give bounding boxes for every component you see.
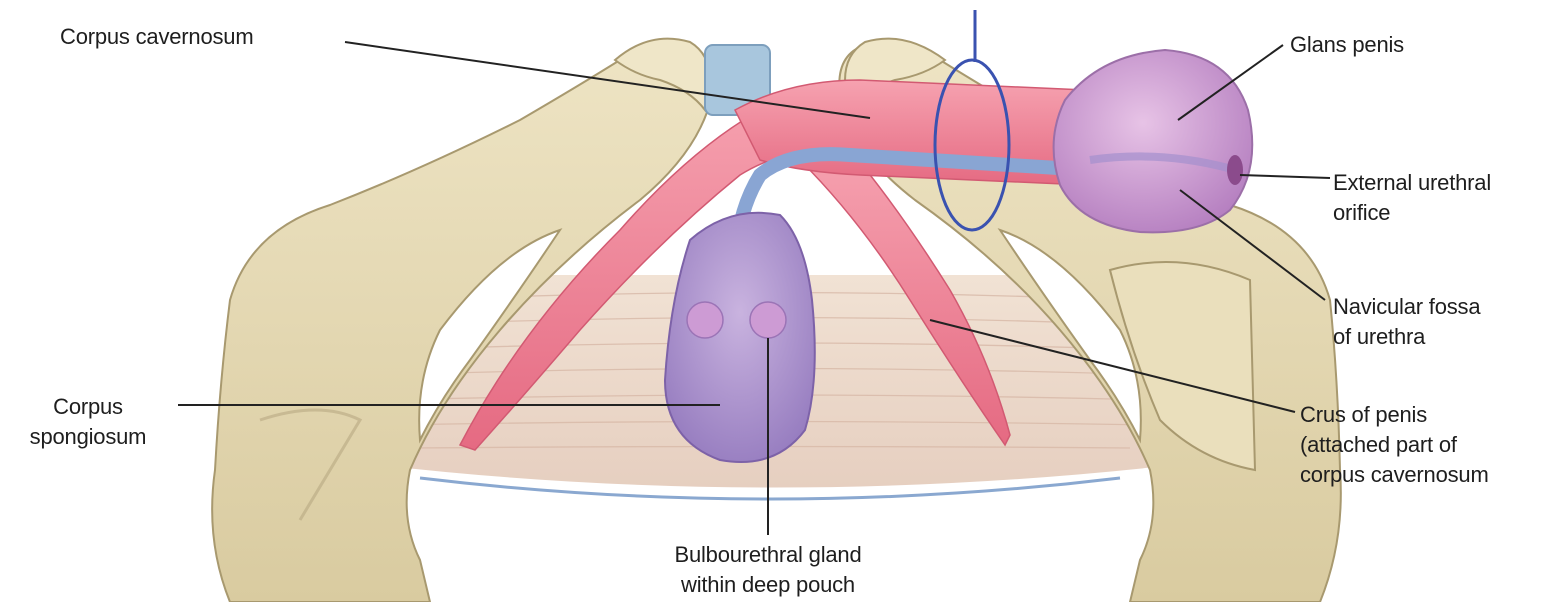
bulbourethral-gland-right — [750, 302, 786, 338]
label-external-urethral-orifice: External urethral orifice — [1333, 168, 1491, 228]
leader-external-urethral-orifice — [1240, 175, 1330, 178]
label-corpus-spongiosum: Corpus spongiosum — [8, 392, 168, 452]
glans — [1054, 50, 1253, 232]
bulbourethral-gland-left — [687, 302, 723, 338]
label-crus-of-penis: Crus of penis (attached part of corpus c… — [1300, 400, 1489, 490]
bulb-of-penis — [665, 213, 815, 462]
urethral-orifice — [1227, 155, 1243, 185]
label-corpus-cavernosum: Corpus cavernosum — [60, 22, 253, 52]
label-navicular-fossa: Navicular fossa of urethra — [1333, 292, 1480, 352]
label-bulbourethral-gland: Bulbourethral gland within deep pouch — [628, 540, 908, 600]
label-glans-penis: Glans penis — [1290, 30, 1404, 60]
